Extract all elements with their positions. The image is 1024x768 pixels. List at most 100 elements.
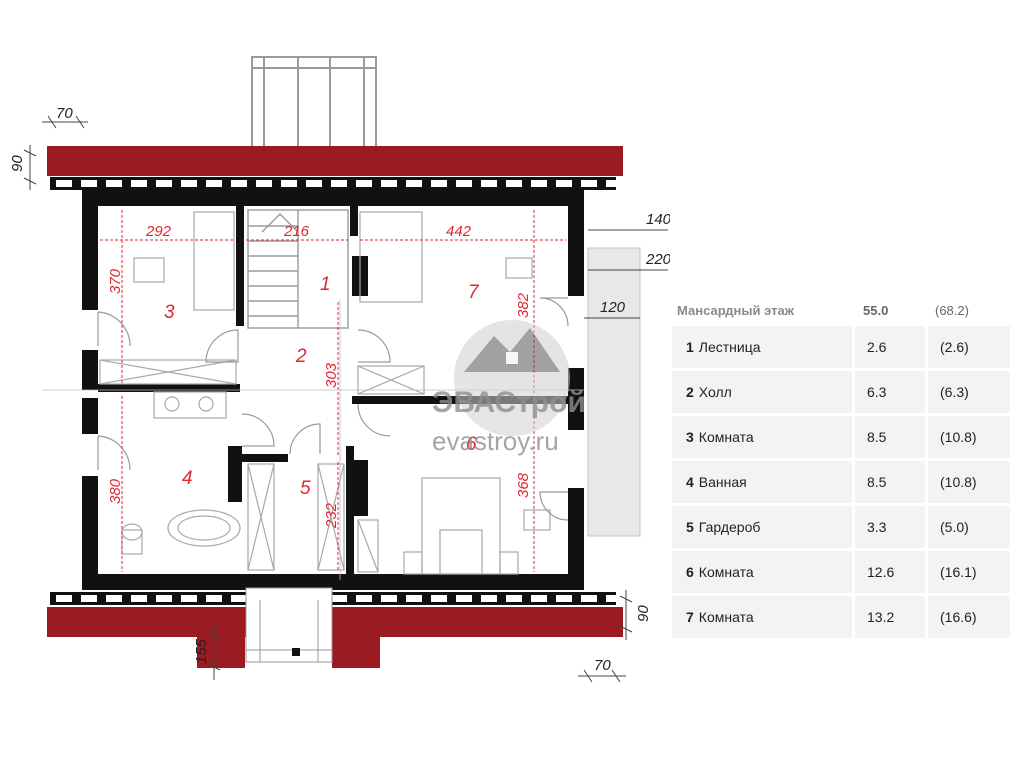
porch-roof-left: [197, 608, 245, 668]
rafter: [181, 595, 197, 602]
room-name: Комната: [698, 429, 754, 445]
room-total: (16.1): [928, 551, 1010, 593]
room-name: Холл: [698, 384, 732, 400]
room-area: 3.3: [855, 506, 925, 548]
room-name: Ванная: [698, 474, 747, 490]
rafter: [556, 180, 572, 187]
rafter: [356, 595, 372, 602]
dim-room7-width: 442: [446, 223, 472, 240]
doors: [97, 297, 569, 521]
dim-top-overhang: 70: [56, 105, 73, 122]
room-num: 7: [686, 609, 694, 625]
rafter: [531, 595, 547, 602]
rafter: [581, 180, 597, 187]
dim-balcony-width: 120: [600, 299, 626, 316]
room-num: 5: [686, 519, 694, 535]
room-name: Лестница: [698, 339, 761, 355]
room-total: (10.8): [928, 416, 1010, 458]
room-total: (10.8): [928, 461, 1010, 503]
rafter: [331, 180, 347, 187]
rafter: [356, 180, 372, 187]
rafter: [431, 595, 447, 602]
room-num: 3: [686, 429, 694, 445]
outer-walls: [82, 190, 584, 590]
rafter: [281, 180, 297, 187]
rafter: [181, 180, 197, 187]
rafter: [606, 595, 622, 602]
rafter: [431, 180, 447, 187]
rafters-top: [56, 180, 622, 187]
room-number-3: 3: [164, 302, 175, 323]
room-number-6: 6: [466, 434, 477, 455]
rafter: [306, 180, 322, 187]
rafter: [456, 595, 472, 602]
furniture: [99, 211, 551, 575]
rafter: [531, 180, 547, 187]
top-balcony: [251, 56, 377, 148]
dim-balcony-140: 140 cm: [646, 211, 670, 228]
roof-top: [47, 146, 623, 176]
rafter: [56, 180, 72, 187]
rafters-bottom: [56, 595, 622, 602]
floor-area: 55.0: [863, 302, 889, 318]
room-number-2: 2: [295, 346, 307, 367]
room-area: 12.6: [855, 551, 925, 593]
room-num: 4: [686, 474, 694, 490]
rafter: [581, 595, 597, 602]
rafter: [456, 180, 472, 187]
rafter: [206, 595, 222, 602]
room-num: 1: [686, 339, 694, 355]
area-table-header: Мансардный этаж 55.0 (68.2): [672, 297, 1022, 323]
dim-room3-width: 292: [145, 223, 172, 240]
dim-bottom-overhang: 70: [594, 657, 611, 674]
floor-total: (68.2): [935, 302, 969, 318]
room-area: 13.2: [855, 596, 925, 638]
rafter: [131, 595, 147, 602]
rafter: [231, 180, 247, 187]
dim-right-overhang: 90: [635, 605, 652, 622]
rafter: [381, 180, 397, 187]
rafter: [256, 180, 272, 187]
rafter: [131, 180, 147, 187]
rafter: [606, 180, 622, 187]
room-total: (5.0): [928, 506, 1010, 548]
rafter: [56, 595, 72, 602]
rafter: [481, 595, 497, 602]
dim-room5-depth: 232: [323, 502, 340, 529]
porch-roof-right: [332, 608, 380, 668]
room-name: Комната: [698, 609, 754, 625]
rafter: [106, 595, 122, 602]
room-total: (2.6): [928, 326, 1010, 368]
watermark-site: evastroy.ru: [432, 426, 559, 456]
rafter: [81, 180, 97, 187]
rafter: [331, 595, 347, 602]
dim-porch-depth: 155: [193, 638, 210, 664]
rafter: [106, 180, 122, 187]
room-area: 6.3: [855, 371, 925, 413]
dim-balcony-220: 220 cm: [645, 251, 670, 268]
rafter: [506, 595, 522, 602]
room-number-1: 1: [320, 274, 331, 295]
room-area: 8.5: [855, 461, 925, 503]
dim-room1-width: 216: [283, 223, 310, 240]
rafter: [381, 595, 397, 602]
dimension-lines: [100, 210, 566, 572]
rafter: [406, 180, 422, 187]
floor-plan: 70 90 90 70 155 140 cm 220 cm 120 292 21…: [9, 56, 670, 683]
room-area: 8.5: [855, 416, 925, 458]
room-num: 6: [686, 564, 694, 580]
room-name: Комната: [698, 564, 754, 580]
